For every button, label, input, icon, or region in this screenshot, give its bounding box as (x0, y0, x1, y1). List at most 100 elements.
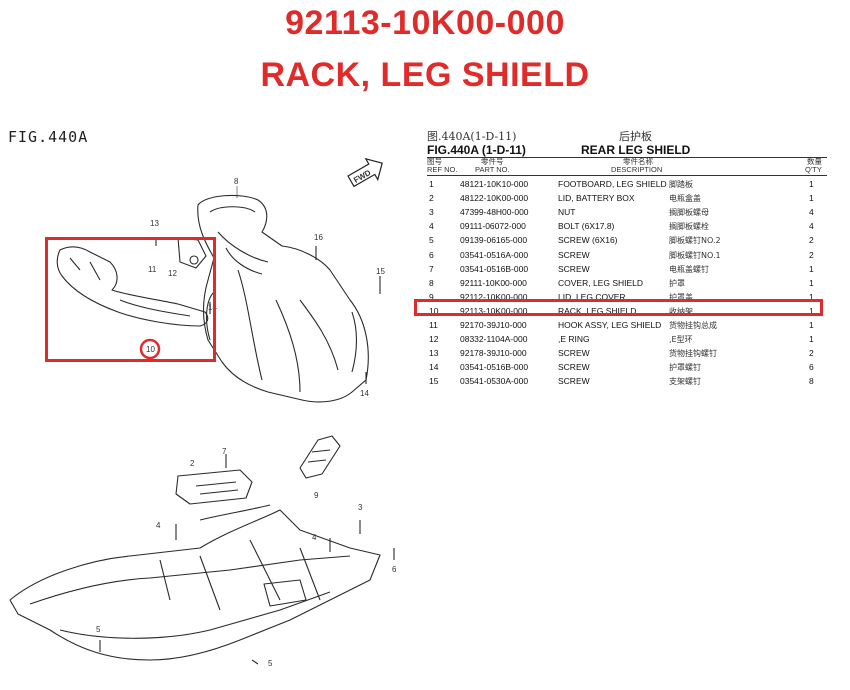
cell-qty: 2 (809, 348, 814, 359)
callout-16: 16 (314, 233, 323, 242)
cell-desc: SCREW (558, 249, 590, 260)
cell-ref: 5 (429, 235, 434, 246)
cell-desc: SCREW (558, 348, 590, 359)
part-name-title: RACK, LEG SHIELD (260, 56, 590, 94)
table-row: 10 92113-10K00-000 RACK, LEG SHIELD 收纳架 1 (427, 305, 827, 319)
cell-desc: SCREW (558, 376, 590, 387)
callout-3: 3 (358, 503, 363, 512)
cell-pn: 09139-06165-000 (460, 235, 528, 246)
callout-9: 9 (314, 491, 319, 500)
cell-desc: SCREW (6X16) (558, 235, 618, 246)
cell-cn: 收纳架 (669, 306, 693, 316)
cell-pn: 92178-39J10-000 (460, 348, 527, 359)
col-ref-cn: 图号 (427, 157, 442, 166)
cell-cn: 护罩盖 (669, 292, 693, 302)
footboard (9, 509, 381, 661)
col-qty: Q'TY (805, 165, 822, 174)
cell-pn: 03541-0516B-000 (460, 362, 529, 373)
cell-cn: 货物挂钩总成 (669, 321, 717, 330)
col-pn-cn: 零件号 (481, 157, 504, 166)
cell-ref: 14 (429, 362, 439, 373)
cell-cn: ,E型环 (669, 335, 693, 345)
cell-cn: 搁脚板螺栓 (669, 222, 709, 232)
callout-11: 11 (148, 265, 157, 274)
cell-pn: 48122-10K00-000 (460, 193, 529, 204)
cell-qty: 2 (809, 235, 814, 246)
cell-pn: 03541-0530A-000 (460, 376, 529, 387)
cell-cn: 脚板螺钉NO.2 (669, 236, 721, 246)
cell-ref: 6 (429, 249, 434, 260)
table-title-cn-right: 后护板 (619, 130, 652, 143)
cell-ref: 10 (429, 305, 439, 316)
cell-pn: 03541-0516B-000 (460, 263, 529, 274)
cell-ref: 4 (429, 221, 434, 232)
table-title-cn: 图.440A(1-D-11) (427, 130, 517, 143)
table-row: 6 03541-0516A-000 SCREW 脚板螺钉NO.1 2 (427, 249, 827, 263)
cell-ref: 15 (429, 376, 439, 387)
cell-pn: 47399-48H00-000 (460, 207, 529, 218)
cell-ref: 1 (429, 179, 434, 189)
cell-qty: 8 (809, 376, 814, 387)
table-row: 5 09139-06165-000 SCREW (6X16) 脚板螺钉NO.2 2 (427, 234, 827, 248)
callout-14-top: 14 (208, 303, 217, 312)
cell-pn: 03541-0516A-000 (460, 249, 529, 260)
cell-ref: 9 (429, 291, 434, 302)
cell-pn: 92112-10K00-000 (460, 291, 528, 302)
cell-ref: 8 (429, 277, 434, 288)
callout-4-right: 4 (312, 533, 317, 542)
col-pn: PART NO. (475, 165, 510, 174)
callout-6: 6 (392, 565, 397, 574)
cell-ref: 11 (429, 320, 438, 330)
table-title-en-right: REAR LEG SHIELD (581, 143, 691, 157)
part-number-title: 92113-10K00-000 (285, 4, 565, 42)
cell-cn: 脚板螺钉NO.1 (669, 250, 721, 260)
cell-qty: 1 (809, 193, 814, 204)
cell-desc: COVER, LEG SHIELD (558, 277, 644, 288)
cell-cn: 电瓶盒盖 (669, 194, 701, 204)
cell-qty: 1 (809, 263, 814, 274)
col-desc: DESCRIPTION (611, 165, 663, 174)
cell-desc: RACK, LEG SHIELD (558, 305, 637, 316)
cell-cn: 护罩 (669, 278, 685, 288)
table-title-en: FIG.440A (1-D-11) (427, 143, 526, 157)
cell-ref: 12 (429, 334, 439, 345)
callout-10: 10 (146, 345, 155, 354)
cell-ref: 7 (429, 263, 434, 274)
callout-10-highlight-circle (139, 338, 161, 360)
cell-ref: 3 (429, 207, 434, 218)
rack-leg-shield (56, 246, 209, 327)
cell-pn: 92113-10K00-000 (460, 305, 528, 316)
cell-desc: BOLT (6X17.8) (558, 221, 615, 232)
cell-pn: 92170-39J10-000 (460, 320, 527, 330)
cell-pn: 08332-1104A-000 (460, 334, 528, 345)
cell-qty: 4 (809, 207, 814, 218)
cell-qty: 6 (809, 362, 814, 373)
callout-2: 2 (190, 459, 195, 468)
cell-ref: 13 (429, 348, 439, 359)
callout-5: 5 (96, 625, 101, 634)
callout-5-bottom: 5 (268, 659, 273, 668)
callout-7: 7 (222, 447, 227, 456)
cell-desc: NUT (558, 207, 576, 218)
cell-ref: 2 (429, 193, 434, 204)
col-qty-cn: 数量 (807, 157, 822, 166)
cell-pn: 48121-10K10-000 (460, 179, 529, 189)
callout-13: 13 (150, 219, 159, 228)
battery-lid (175, 469, 253, 505)
cell-qty: 1 (809, 305, 814, 316)
cell-cn: 电瓶盖螺钉 (669, 264, 709, 274)
cell-qty: 2 (809, 249, 814, 260)
diagram-highlight-box (45, 237, 216, 362)
cell-qty: 1 (809, 320, 814, 330)
selected-row-highlight (414, 299, 823, 316)
